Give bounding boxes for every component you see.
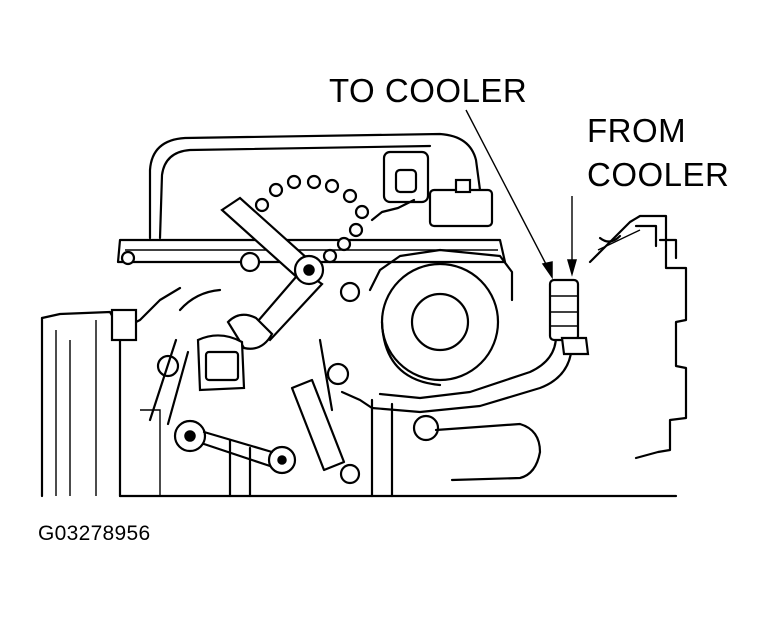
sensor-fitting [370,150,494,228]
to-cooler-label: TO COOLER [329,72,528,109]
lower-linkage [118,338,678,498]
bead-chain [254,174,370,264]
from-cooler-label-line1: FROM [587,112,687,149]
cooler-lines [340,278,590,414]
engine-block-right [434,214,688,482]
throttle-linkage [220,196,325,350]
engine-block-left [40,286,182,498]
from-cooler-label-line2: COOLER [587,156,730,193]
oil-filter [368,248,514,387]
callout-leaders [465,109,577,280]
figure-id: G03278956 [38,522,151,545]
bolts [120,250,440,485]
electrical-connector [178,288,246,392]
